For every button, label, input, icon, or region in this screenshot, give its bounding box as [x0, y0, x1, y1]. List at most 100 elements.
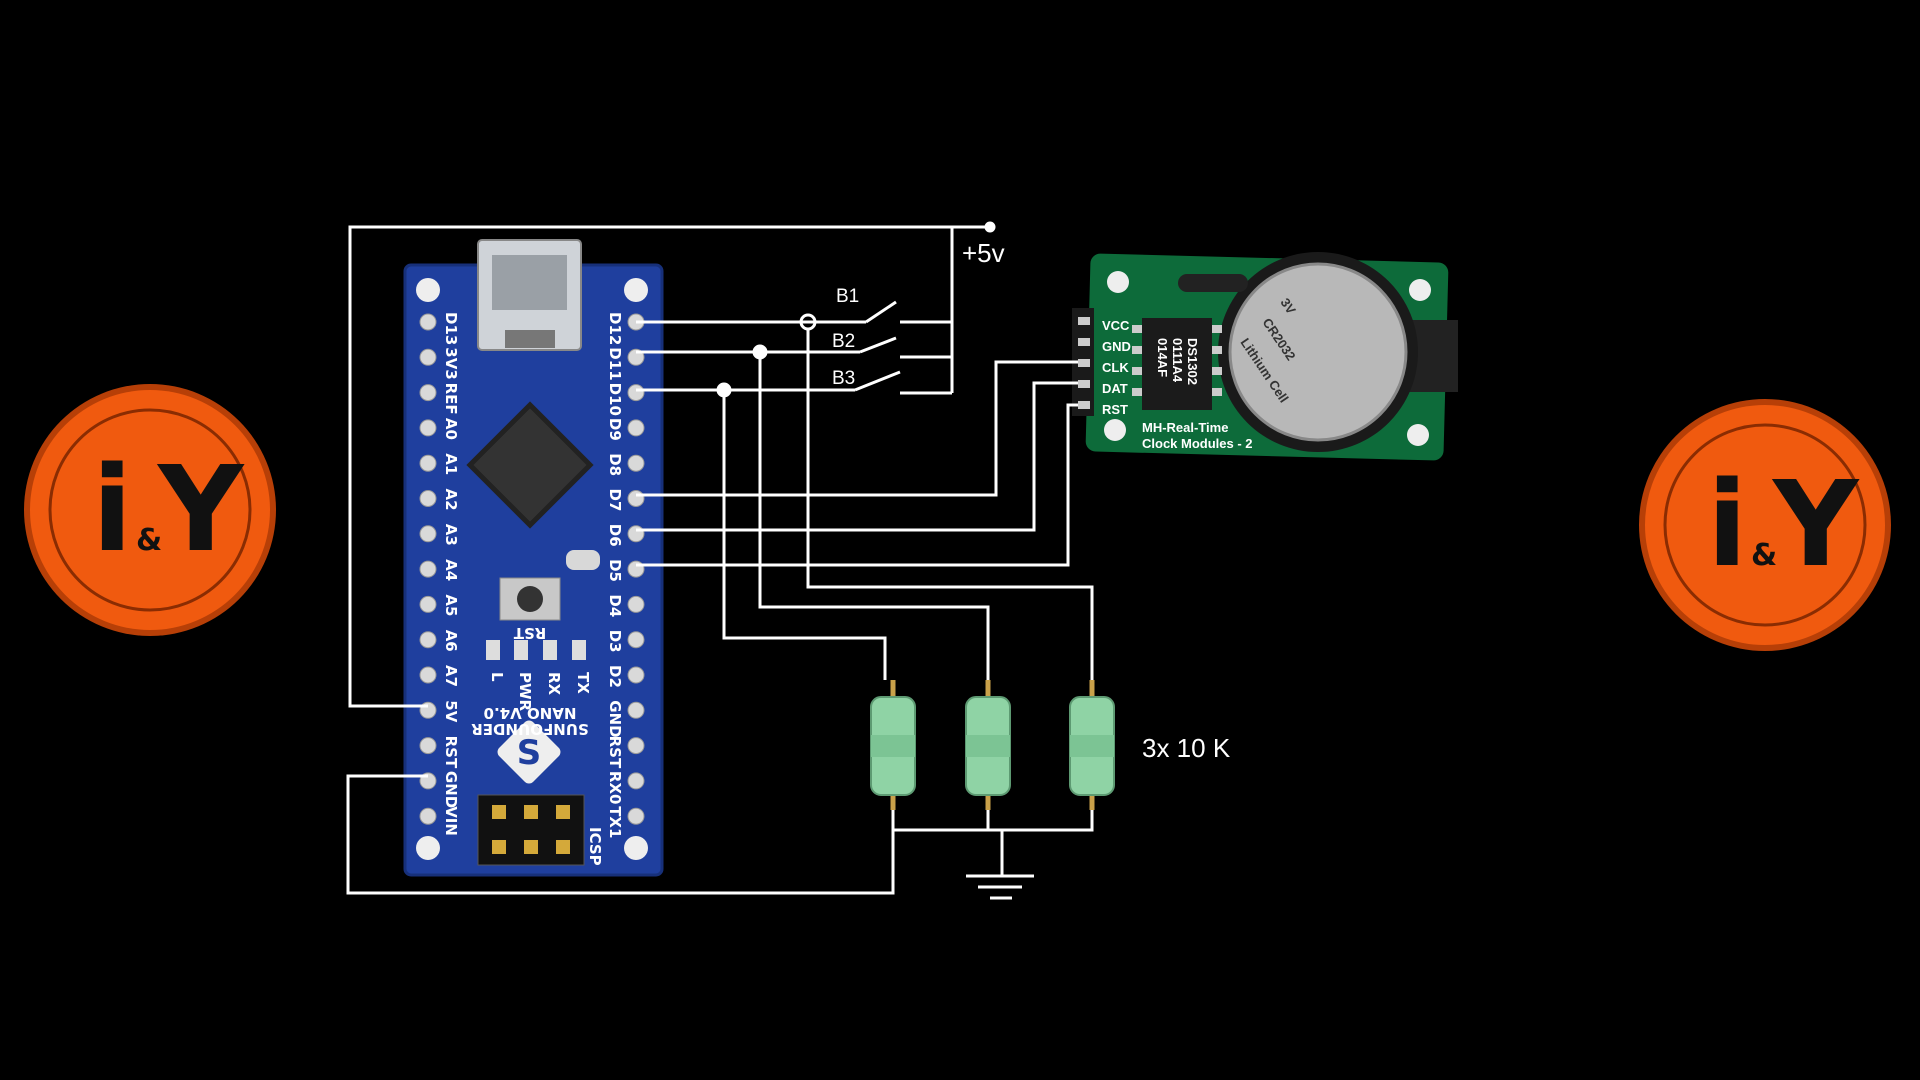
logo-right-i: i	[1707, 455, 1747, 593]
logo-left-y: Y	[156, 440, 245, 578]
nano-right-pin	[627, 666, 645, 684]
rtc-mount-hole	[1407, 424, 1429, 446]
nano-left-pin	[419, 666, 437, 684]
logo-left-amp: &	[136, 523, 162, 558]
nano-left-pin	[419, 525, 437, 543]
nano-left-pin-label: REF	[442, 383, 460, 415]
atmega-chip	[466, 401, 594, 529]
rtc-crystal	[1178, 274, 1248, 292]
wire-d5-rst	[636, 403, 1078, 567]
nano-left-pin-label: D13	[442, 312, 460, 345]
wire-d7-clk	[636, 360, 1078, 497]
wire-d6-dat	[636, 381, 1078, 532]
resistor-band	[871, 735, 915, 757]
nano-right-pin-label: TX1	[606, 806, 624, 838]
nano-left-pin	[419, 737, 437, 755]
wire-5v-rail	[348, 225, 990, 708]
nano-left-pin-label: A5	[442, 594, 460, 616]
nano-right-pin-label: D6	[606, 524, 624, 547]
nano-right-pin-label: RST	[606, 736, 624, 769]
nano-right-pin-label: GND	[606, 700, 624, 737]
logo-left: i & Y	[24, 384, 276, 636]
nano-left-pin-label: GND	[442, 771, 460, 808]
nano-left-pin	[419, 419, 437, 437]
nano-left-pin	[419, 313, 437, 331]
nano-left-pin-label: 3V3	[442, 347, 460, 379]
nano-right-pin-label: D2	[606, 665, 624, 688]
led-tx	[572, 640, 586, 660]
led-l	[486, 640, 500, 660]
nano-right-pin	[627, 454, 645, 472]
nano-led-label-l: L	[488, 672, 506, 682]
coin-cell	[1230, 264, 1406, 440]
nano-right-pin	[627, 490, 645, 507]
rtc-mount-hole	[1107, 271, 1129, 293]
mount-hole	[416, 836, 440, 860]
nano-left-pin-label: 5V	[442, 700, 460, 722]
nano-left-pin-label: A0	[442, 418, 460, 440]
nano-right-pin-label: D12	[606, 312, 624, 345]
nano-right-pin-label: D5	[606, 559, 624, 582]
wire-gnd-return	[346, 774, 895, 895]
mount-hole	[624, 836, 648, 860]
resistor-group	[870, 680, 1115, 810]
nano-model-label: NANO V4.0	[484, 704, 577, 722]
nano-right-pin-label: RX0	[606, 771, 624, 805]
nano-left-pin	[419, 348, 437, 366]
nano-pcb	[405, 265, 662, 875]
icsp-header	[477, 794, 585, 866]
nano-right-pin	[627, 772, 645, 790]
wiring	[346, 221, 1094, 900]
usb-connector	[477, 239, 582, 351]
nano-left-pin	[419, 631, 437, 649]
chip-line-3: 014AF	[1155, 338, 1170, 377]
rtc-pin	[1078, 401, 1090, 409]
mount-hole	[624, 278, 648, 302]
nano-right-pin	[627, 631, 645, 649]
nano-right-pin-label: D4	[606, 594, 624, 617]
led-pwr	[514, 640, 528, 660]
nano-left-pin-label: A4	[442, 559, 460, 581]
led-rx	[543, 640, 557, 660]
nano-left-pin	[419, 490, 437, 507]
rtc-pin-label: GND	[1102, 339, 1131, 354]
nano-left-pin	[419, 595, 437, 613]
wire-b1-resistor	[806, 329, 1094, 680]
button-b2-label: B2	[832, 331, 855, 352]
nano-left-pin-label: A2	[442, 489, 460, 511]
resistor-band	[966, 735, 1010, 757]
supply-label: +5v	[962, 238, 1005, 268]
nano-led-label-rx: RX	[545, 672, 563, 696]
reset-button	[499, 577, 561, 621]
chip-line-2: 0111A4	[1170, 338, 1185, 383]
nano-right-pin-label: D3	[606, 630, 624, 653]
nano-right-pin	[627, 595, 645, 613]
nano-left-pin-label: A3	[442, 524, 460, 546]
rtc-board-line-1: MH-Real-Time	[1142, 420, 1228, 435]
button-b3-label: B3	[832, 368, 855, 389]
nano-left-pin	[419, 807, 437, 825]
rtc-pin-label: DAT	[1102, 381, 1128, 396]
nano-right-pin	[627, 807, 645, 825]
crystal	[566, 550, 600, 570]
wire-b2-resistor	[758, 352, 990, 680]
nano-right-pin-label: D8	[606, 453, 624, 476]
ds1302-chip: DS1302 0111A4 014AF	[1132, 318, 1222, 410]
logo-left-i: i	[92, 440, 132, 578]
nano-left-pin	[419, 560, 437, 578]
nano-right-pin-label: D7	[606, 489, 624, 512]
nano-brand-label: SUNFOUNDER	[471, 720, 589, 738]
rtc-board-line-2: Clock Modules - 2	[1142, 436, 1253, 451]
nano-left-pin-label: RST	[442, 736, 460, 769]
wire-b3-resistor	[722, 390, 887, 680]
nano-left-pin	[419, 384, 437, 402]
button-b1-label: B1	[836, 286, 859, 307]
rtc-pin	[1078, 359, 1090, 367]
rtc-pin	[1078, 380, 1090, 388]
nano-led-label-tx: TX	[574, 672, 592, 694]
supply-terminal	[984, 221, 996, 233]
